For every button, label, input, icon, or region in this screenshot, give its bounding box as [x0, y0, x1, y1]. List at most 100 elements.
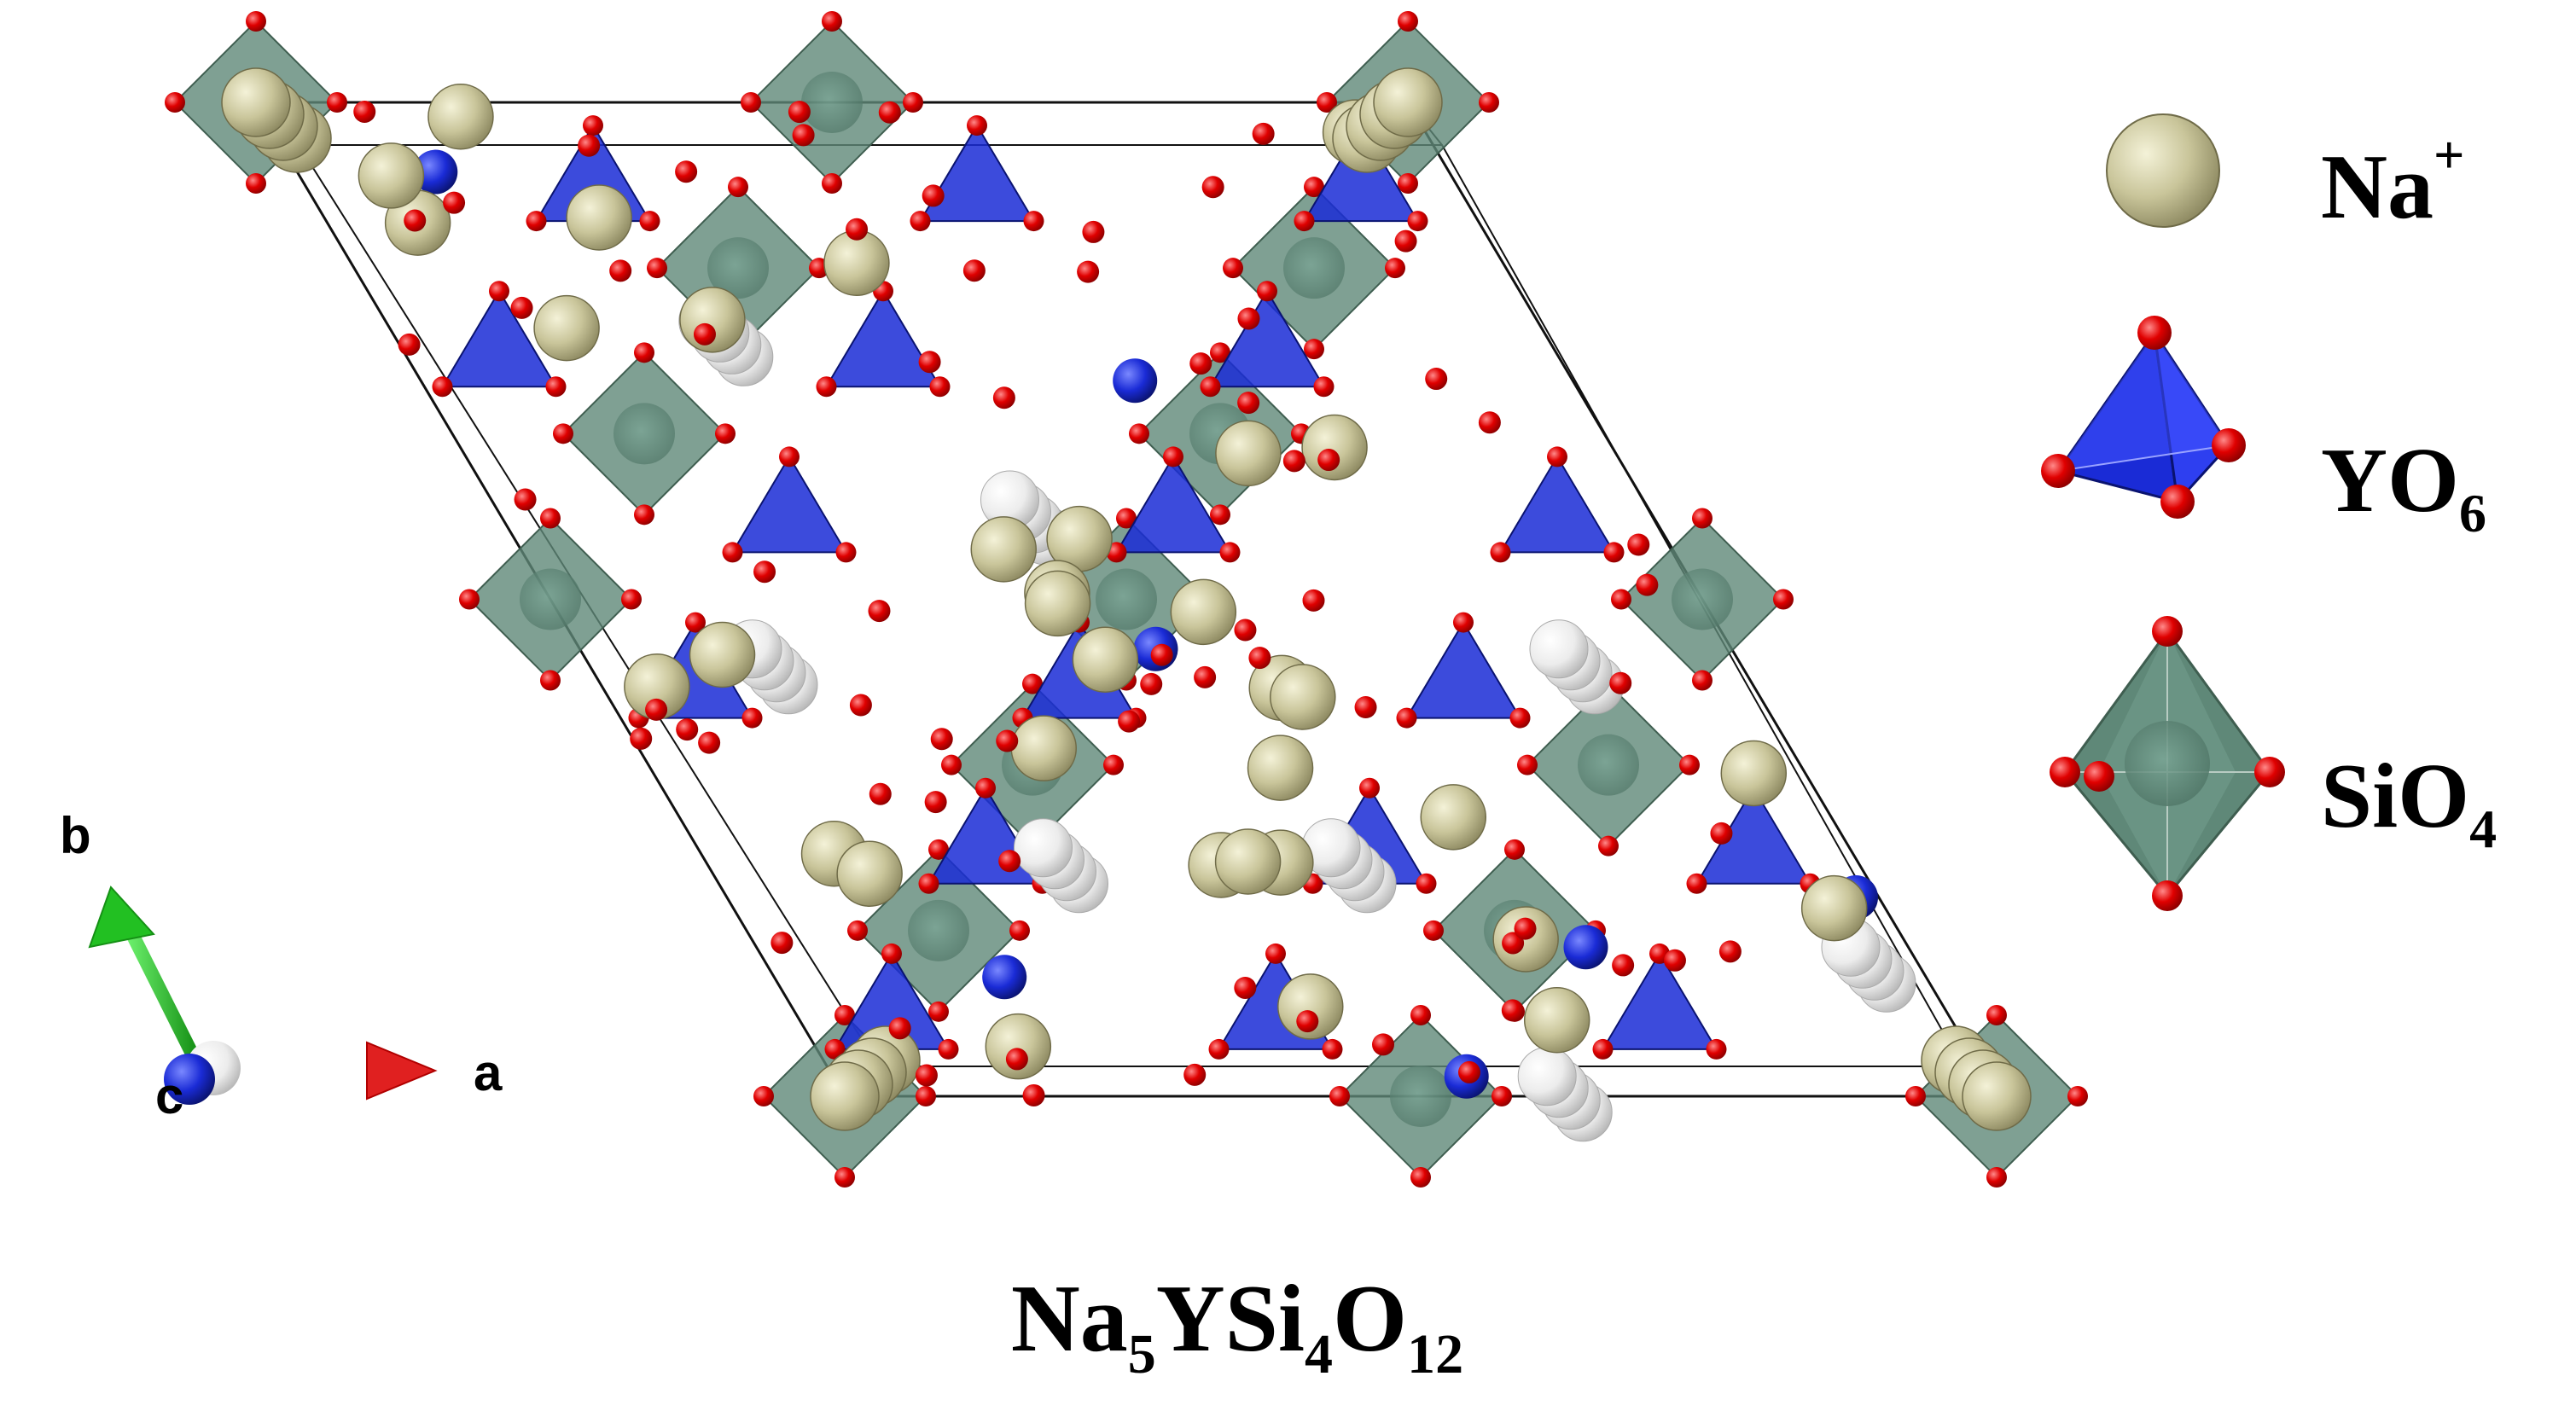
oxygen-atom — [1223, 258, 1243, 279]
oxygen-atom — [846, 218, 869, 241]
sodium-ion — [1270, 664, 1336, 730]
oxygen-atom — [1237, 392, 1260, 415]
compound-formula: Na5YSi4O12 — [0, 1271, 2474, 1383]
oxygen-atom — [432, 376, 453, 398]
sodium-ion — [427, 84, 494, 150]
oxygen-atom — [1234, 618, 1257, 642]
oxygen-atom — [881, 943, 902, 964]
yttrium-atom — [1563, 925, 1608, 970]
oxygen-atom — [675, 160, 698, 183]
oxygen-atom — [1210, 342, 1230, 363]
legend-na-label: Na+ — [2321, 128, 2464, 234]
oxygen-atom — [929, 376, 951, 398]
oxygen-atom — [834, 1167, 855, 1188]
oxygen-atom — [915, 1064, 938, 1087]
oxygen-atom — [526, 211, 547, 232]
sodium-ion — [1373, 67, 1443, 137]
sodium-ion — [533, 294, 600, 362]
oxygen-atom — [1208, 1038, 1230, 1060]
si-atom — [707, 237, 769, 299]
legend-sio4-label: SiO4 — [2321, 751, 2497, 857]
oxygen-atom — [938, 1038, 959, 1060]
oxygen-atom — [1478, 411, 1501, 434]
oxygen-atom — [1396, 707, 1417, 729]
yo6-polyhedron — [1404, 620, 1522, 719]
oxygen-atom — [916, 1086, 936, 1106]
formula-sub-o: 12 — [1407, 1323, 1464, 1385]
axis-b-label: b — [60, 807, 91, 864]
oxygen-atom — [1627, 533, 1650, 556]
oxygen-atom — [634, 504, 654, 526]
yttrium-atom — [1113, 358, 1158, 404]
oxygen-atom — [992, 386, 1015, 409]
oxygen-atom — [1296, 1010, 1319, 1033]
oxygen-atom — [1248, 647, 1271, 670]
oxygen-atom — [1317, 92, 1337, 113]
oxygen-atom — [1116, 508, 1137, 529]
oxygen-atom — [1718, 940, 1742, 963]
sodium-ion — [1024, 570, 1091, 637]
legend-yo6-polyhedron-icon — [2041, 316, 2246, 519]
sodium-ion — [1010, 715, 1078, 781]
oxygen-atom — [824, 1038, 846, 1060]
oxygen-atom — [1313, 376, 1335, 398]
oxygen-atom — [1636, 573, 1659, 596]
sodium-ion — [1214, 828, 1282, 895]
oxygen-atom — [753, 1086, 774, 1106]
oxygen-atom — [788, 101, 811, 124]
oxygen-atom — [998, 850, 1021, 873]
oxygen-atom — [1453, 612, 1474, 633]
legend-sio4-subscript: 4 — [2469, 799, 2497, 859]
formula-sub-na: 5 — [1127, 1323, 1156, 1385]
oxygen-atom — [1425, 368, 1448, 391]
legend-sio4-polyhedron-icon — [2050, 616, 2285, 911]
oxygen-atom — [1103, 754, 1124, 775]
yttrium-atom — [982, 955, 1027, 1000]
oxygen-atom — [1082, 220, 1105, 243]
oxygen-atom — [741, 707, 763, 729]
oxygen-atom — [404, 209, 427, 232]
si-atom — [613, 403, 675, 465]
oxygen-atom — [922, 184, 945, 207]
si-atom — [1390, 1066, 1451, 1127]
oxygen-atom — [1219, 542, 1241, 563]
oxygen-atom — [869, 782, 892, 805]
oxygen-atom — [1302, 589, 1325, 612]
oxygen-atom — [630, 727, 653, 750]
oxygen-atom — [1492, 1086, 1512, 1106]
oxygen-atom — [693, 322, 716, 346]
legend-na-charge: + — [2434, 125, 2465, 185]
vacancy-site — [1014, 818, 1073, 878]
oxygen-atom — [1514, 917, 1537, 940]
si-atom — [1096, 568, 1157, 630]
sodium-ion — [566, 184, 632, 251]
oxygen-atom — [1986, 1167, 2007, 1188]
oxygen-atom — [1609, 671, 1632, 694]
formula-part-na: Na — [1010, 1266, 1128, 1372]
oxygen-atom — [1679, 754, 1700, 775]
oxygen-atom — [1282, 450, 1305, 473]
axis-b-arrow — [88, 886, 203, 1066]
oxygen-atom — [816, 376, 837, 398]
yo6-polyhedron — [1208, 289, 1326, 388]
oxygen-atom — [398, 333, 421, 356]
oxygen-atom — [962, 259, 986, 282]
oxygen-atom — [1692, 670, 1712, 691]
si-atom — [908, 899, 969, 961]
oxygen-atom — [510, 296, 533, 319]
oxygen-atom — [1022, 1083, 1045, 1106]
sodium-ion — [810, 1061, 880, 1131]
oxygen-atom — [822, 11, 842, 32]
lattice-atoms — [165, 11, 2088, 1188]
oxygen-atom — [928, 1001, 949, 1022]
axes-indicator — [88, 886, 438, 1105]
sodium-ion — [1523, 987, 1590, 1054]
sodium-ion — [1420, 784, 1487, 851]
oxygen-atom — [459, 589, 480, 610]
oxygen-atom — [822, 173, 842, 194]
oxygen-atom — [1547, 446, 1567, 467]
oxygen-atom — [1023, 211, 1044, 232]
oxygen-atom — [1410, 1167, 1431, 1188]
oxygen-atom — [1210, 504, 1230, 526]
